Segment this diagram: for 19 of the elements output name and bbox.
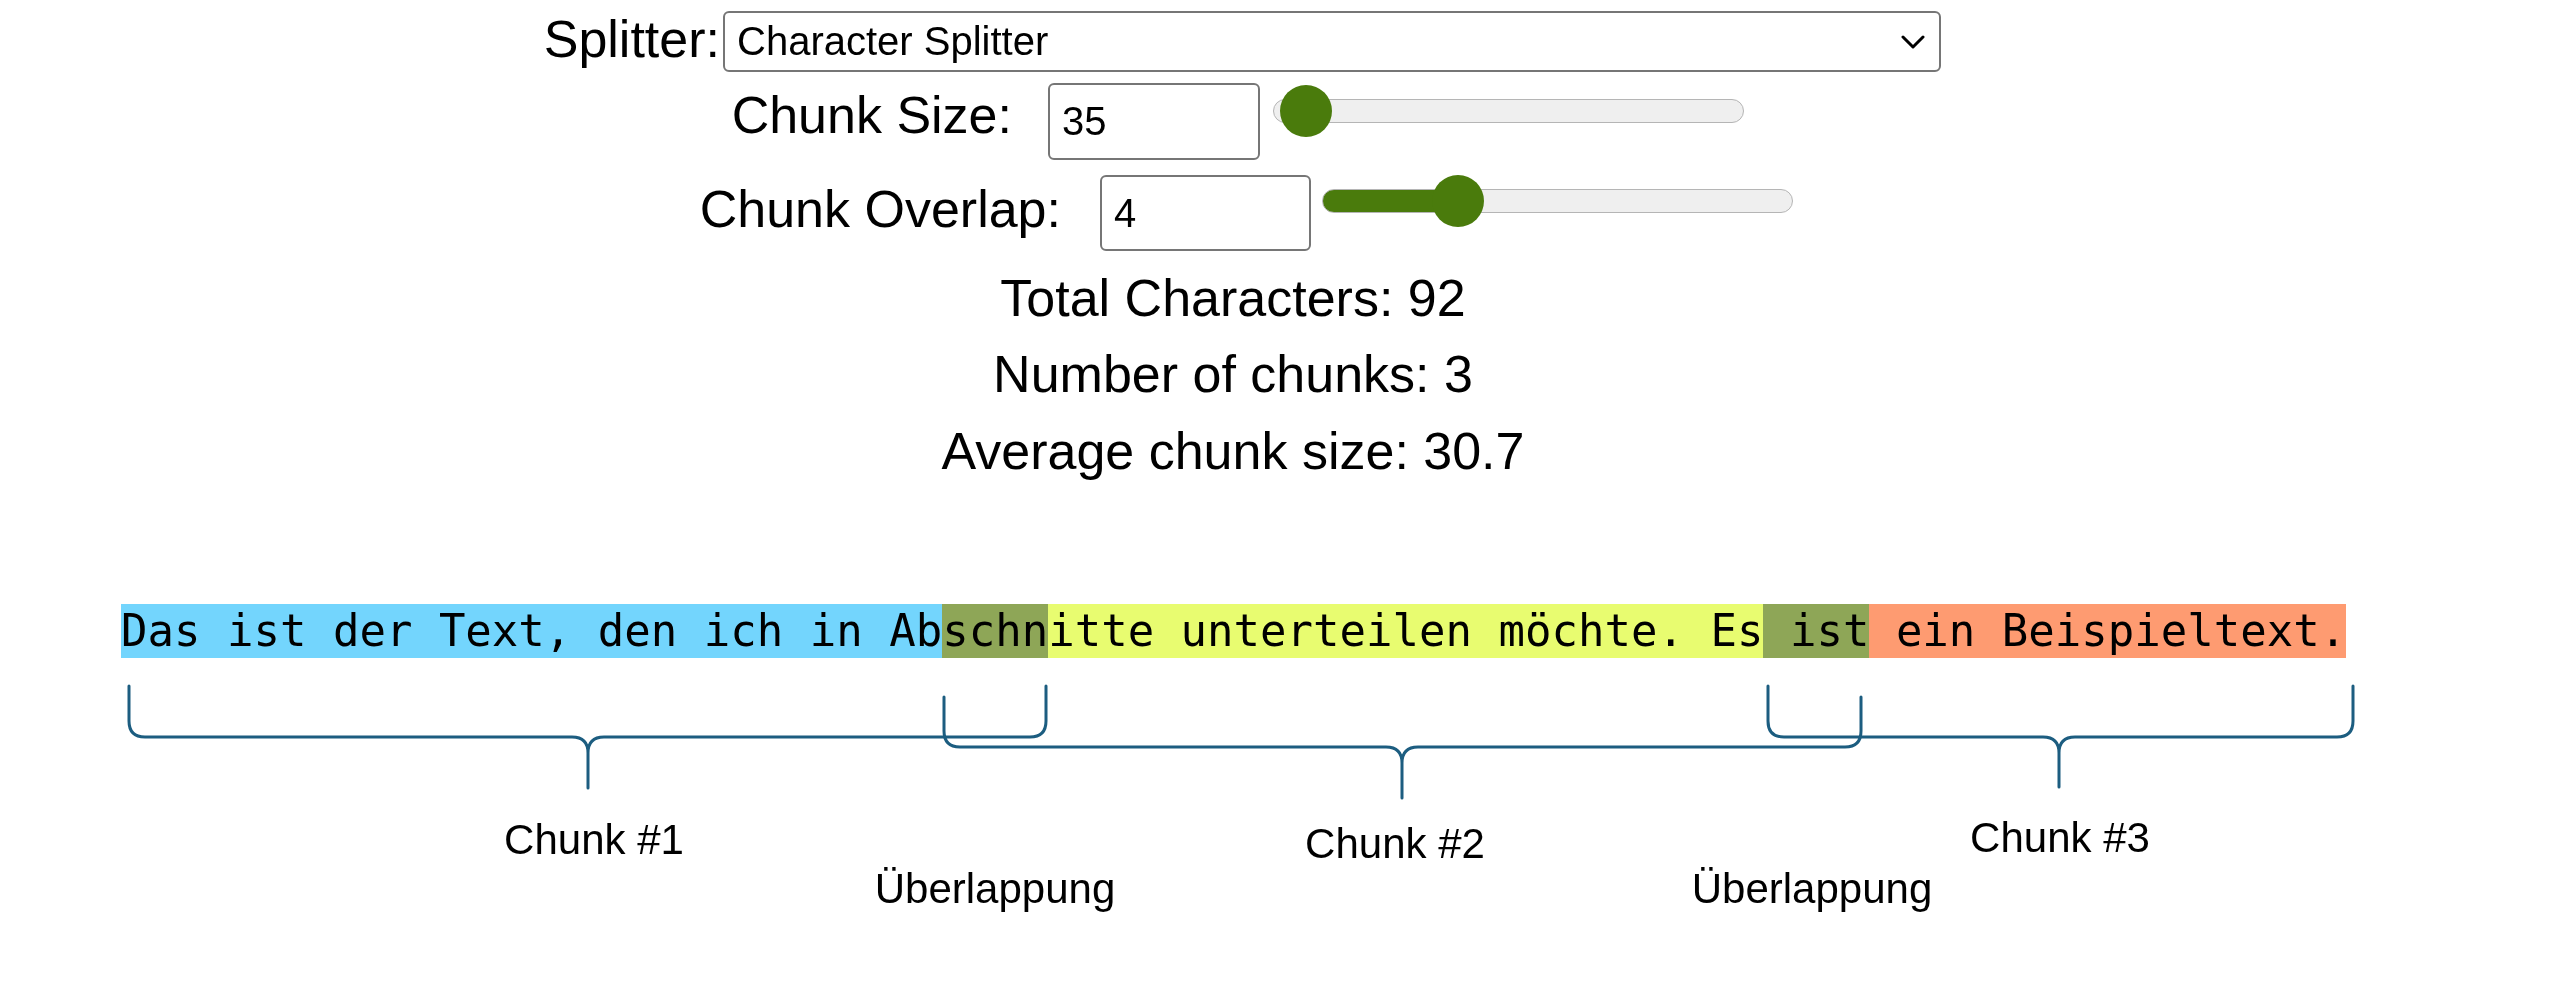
field-label: Splitter: [543,10,720,70]
chunk-highlight: ein Beispieltext. [1869,604,2347,658]
overlap-highlight: schn [942,604,1049,658]
field-label: Chunk Overlap: [699,180,1061,240]
field-label: Chunk Size: [731,86,1012,146]
stat-text: Average chunk size: 30.7 [941,422,1525,482]
number-input-field: 35 [1048,83,1260,160]
brace-caption: Überlappung [874,864,1116,914]
chunk-highlight: Das ist der Text, den ich in Ab [121,604,943,658]
brace-caption: Chunk #2 [1305,819,1485,869]
brace-caption: Chunk #1 [504,815,684,865]
overlap-highlight: ist [1763,604,1870,658]
stat-text: Total Characters: 92 [1000,269,1466,329]
brace-caption: Chunk #3 [1970,813,2150,863]
number-input-field: 4 [1100,175,1311,251]
stat-text: Number of chunks: 3 [993,345,1473,405]
brace-caption: Überlappung [1691,864,1933,914]
chunk-highlight: itte unterteilen möchte. Es [1048,604,1764,658]
dropdown-select: Character Splitter [723,11,1941,72]
